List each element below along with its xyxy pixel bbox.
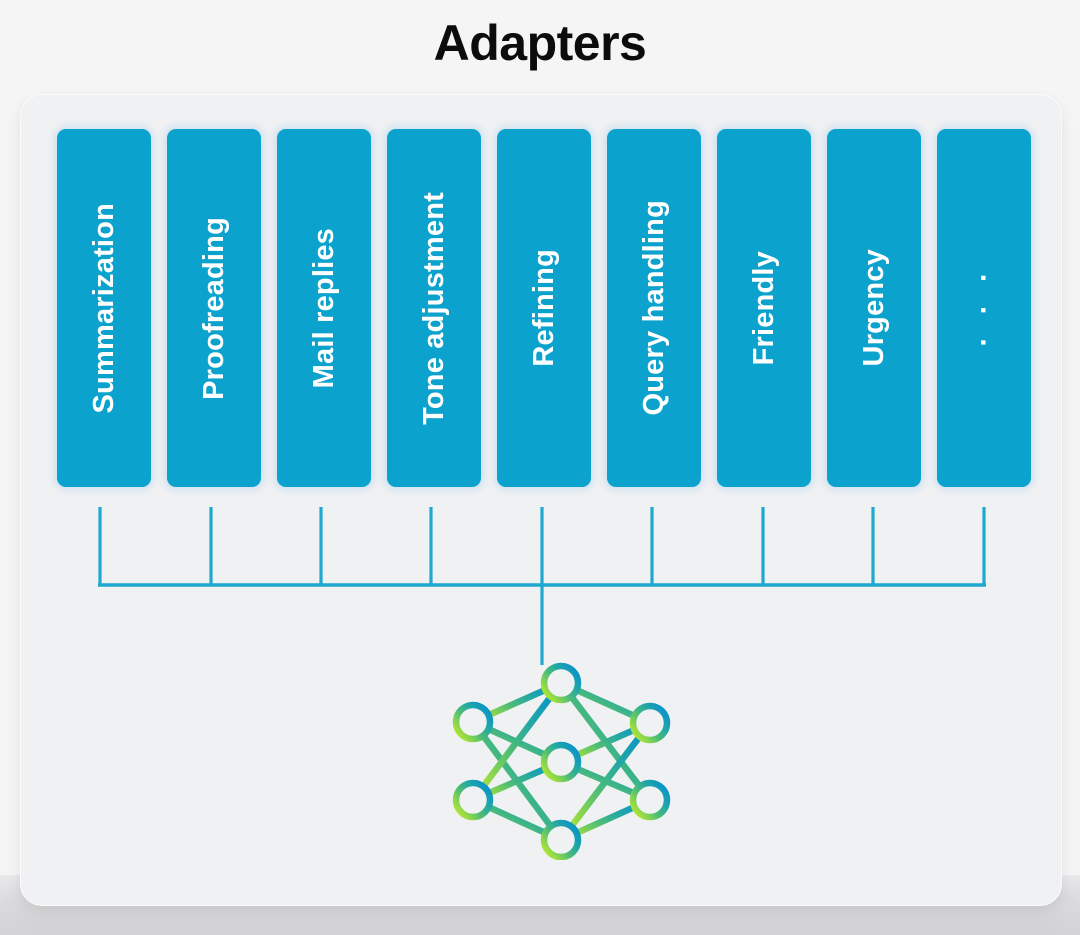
nn-node-hidden-1: [540, 662, 582, 704]
adapter-label: Urgency: [857, 249, 890, 367]
adapter-box-tone-adjustment[interactable]: Tone adjustment: [387, 129, 481, 487]
adapter-box-query-handling[interactable]: Query handling: [607, 129, 701, 487]
ellipsis-icon: · · ·: [967, 265, 1000, 347]
neural-network-icon: [452, 662, 671, 860]
adapter-box-more[interactable]: · · ·: [937, 129, 1031, 487]
adapter-label: Proofreading: [197, 216, 230, 400]
adapter-box-mail-replies[interactable]: Mail replies: [277, 129, 371, 487]
nn-node-hidden-3: [540, 819, 582, 860]
adapter-label: Refining: [527, 249, 560, 367]
adapter-box-friendly[interactable]: Friendly: [717, 129, 811, 487]
nn-node-output-1: [629, 702, 671, 744]
adapters-card: Summarization Proofreading Mail replies …: [20, 94, 1062, 906]
adapter-label: Query handling: [637, 200, 670, 416]
page-title: Adapters: [433, 15, 647, 71]
nn-node-output-2: [629, 779, 671, 821]
nn-edge: [469, 679, 565, 804]
nn-edge: [557, 719, 654, 844]
adapter-label: Friendly: [747, 250, 780, 366]
nn-node-hidden-2: [540, 741, 582, 783]
adapter-box-summarization[interactable]: Summarization: [57, 129, 151, 487]
adapter-label: Tone adjustment: [417, 191, 450, 425]
adapter-label: Summarization: [87, 202, 120, 414]
adapter-box-proofreading[interactable]: Proofreading: [167, 129, 261, 487]
adapter-list: Summarization Proofreading Mail replies …: [57, 129, 1031, 487]
nn-node-input-1: [452, 701, 494, 743]
nn-node-input-2: [452, 779, 494, 821]
adapter-box-refining[interactable]: Refining: [497, 129, 591, 487]
adapter-box-urgency[interactable]: Urgency: [827, 129, 921, 487]
adapter-label: Mail replies: [307, 227, 340, 389]
